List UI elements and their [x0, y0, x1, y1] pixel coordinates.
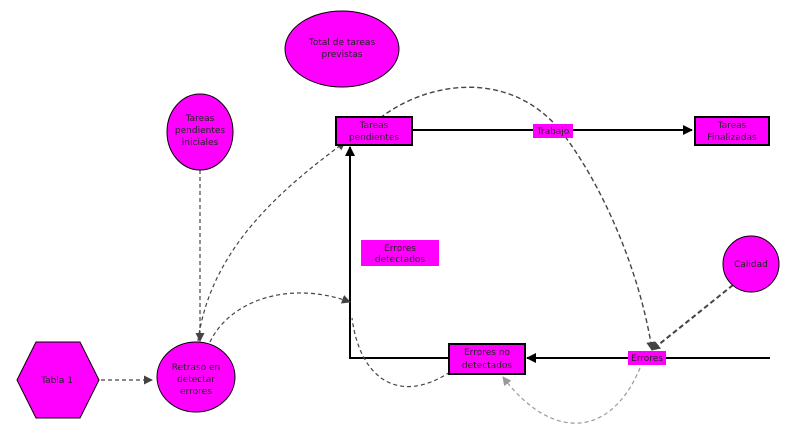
label-retraso-3: errores — [180, 387, 212, 397]
label-finalizadas-1: Tareas — [717, 121, 747, 131]
link-errores-to-no-detectados — [502, 367, 641, 424]
label-iniciales-2: pendientes — [175, 126, 225, 136]
node-errores-no-detectados: Errores no detectados — [448, 343, 526, 375]
label-calidad: Calidad — [734, 260, 768, 270]
label-errores-detectados-1: Errores — [384, 244, 416, 254]
label-iniciales-1: Tareas — [185, 114, 215, 124]
node-calidad: Calidad — [722, 235, 780, 293]
node-tareas-finalizadas: Tareas Finalizadas — [694, 116, 770, 146]
label-total-tareas-2: previstas — [321, 50, 362, 60]
label-iniciales-3: iniciales — [182, 138, 219, 148]
label-no-detectados-2: detectados — [462, 361, 513, 371]
label-pendientes-2: pendientes — [349, 133, 399, 143]
errores-detectados-flow-line — [345, 146, 448, 359]
link-no-detectados-to-errores-detectados — [351, 317, 451, 388]
node-total-tareas: Total de tareas previstas — [284, 10, 400, 88]
label-retraso-2: detectar — [177, 375, 215, 385]
label-errores-detectados-2: detectados — [375, 255, 426, 265]
node-retraso: Retraso en detectar errores — [156, 341, 236, 413]
flow-label-errores-detectados: Errores detectados — [361, 240, 439, 266]
label-pendientes-1: Tareas — [359, 121, 389, 131]
flow-label-trabajo: Trabajo — [533, 124, 573, 138]
link-retraso-to-pendientes — [197, 141, 346, 342]
node-tareas-pendientes: Tareas pendientes — [335, 116, 413, 146]
label-finalizadas-2: Finalizadas — [707, 133, 757, 143]
link-calidad-to-errores — [651, 284, 734, 351]
link-retraso-to-errores-detectados — [209, 292, 351, 343]
label-no-detectados-1: Errores no — [464, 348, 511, 358]
node-tareas-pendientes-iniciales: Tareas pendientes iniciales — [166, 93, 234, 171]
label-trabajo: Trabajo — [536, 127, 570, 137]
link-pendientes-to-errores — [379, 86, 656, 351]
label-tabla-1: Tabla 1 — [40, 376, 73, 386]
label-retraso-1: Retraso en — [172, 363, 220, 373]
label-total-tareas-1: Total de tareas — [308, 38, 376, 48]
node-tabla-1: Tabla 1 — [16, 341, 100, 419]
label-errores: Errores — [631, 354, 663, 364]
flow-label-errores: Errores — [628, 351, 666, 365]
